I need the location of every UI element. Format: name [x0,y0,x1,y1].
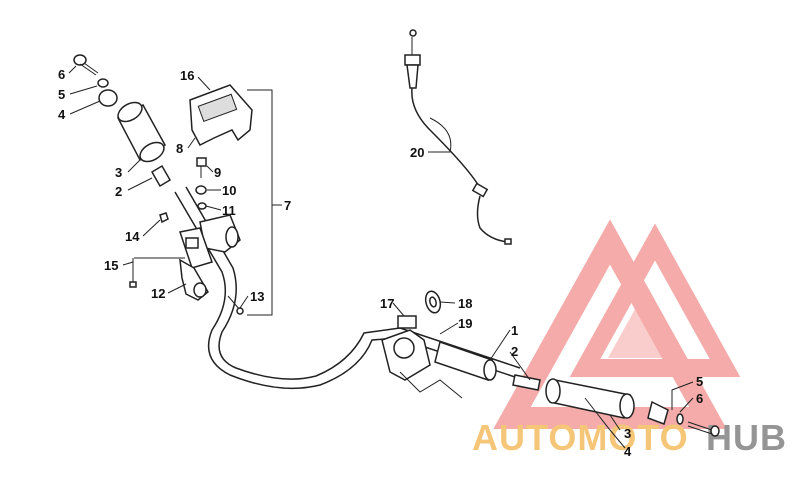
switch-washer-11 [197,202,207,210]
callout-labels: 6 5 4 16 8 3 2 9 10 11 7 14 15 12 13 20 … [58,67,703,459]
callout-15: 15 [104,258,118,273]
callout-17: 17 [380,296,394,311]
callout-18: 18 [458,296,472,311]
callout-4-right: 4 [624,444,632,459]
lever-pivot-nut [159,212,169,224]
throttle-housing [381,329,463,399]
callout-20: 20 [410,145,424,160]
callout-9: 9 [214,165,221,180]
callout-6-right: 6 [696,391,703,406]
left-bar-end [98,89,118,107]
left-grip-insert [150,164,172,188]
callout-5-left: 5 [58,87,65,102]
right-bar-end [647,400,669,425]
callout-2-right: 2 [511,344,518,359]
callout-10: 10 [222,183,236,198]
switch-screw-9 [196,157,207,178]
callout-6-left: 6 [58,67,65,82]
callout-3-left: 3 [115,165,122,180]
callout-3-right: 3 [624,426,631,441]
callout-8: 8 [176,141,183,156]
callout-11: 11 [222,203,236,218]
throttle-grip-sleeve [434,341,497,381]
logo-text-left: AUTOMOTO [472,417,689,458]
logo-text-right: HUB [706,417,787,458]
brake-lever-mount [179,227,213,269]
right-end-screw [687,421,720,437]
brake-lever [179,258,209,301]
callout-12: 12 [151,286,165,301]
right-grip-insert [512,374,541,391]
callout-19: 19 [458,316,472,331]
callout-13: 13 [250,289,264,304]
leader-lines [68,65,694,449]
throttle-cover-ring [424,290,442,314]
left-washer [97,78,109,88]
lever-pivot-bolt [129,258,137,288]
callout-4-left: 4 [58,107,66,122]
callout-1: 1 [511,323,518,338]
throttle-decal [397,315,417,329]
left-end-screw [73,54,99,76]
callout-14: 14 [125,229,140,244]
right-washer [676,413,684,425]
callout-7: 7 [284,198,291,213]
left-grip [116,101,167,163]
callout-2-left: 2 [115,184,122,199]
logo-triangles [493,219,741,429]
switch-housing-cover [189,84,253,146]
switch-washer-10 [195,185,207,195]
throttle-cable [404,29,512,245]
callout-5-right: 5 [696,374,703,389]
callout-16: 16 [180,68,194,83]
right-grip [545,378,635,419]
automotohub-logo: AUTOMOTO HUB [472,219,787,458]
